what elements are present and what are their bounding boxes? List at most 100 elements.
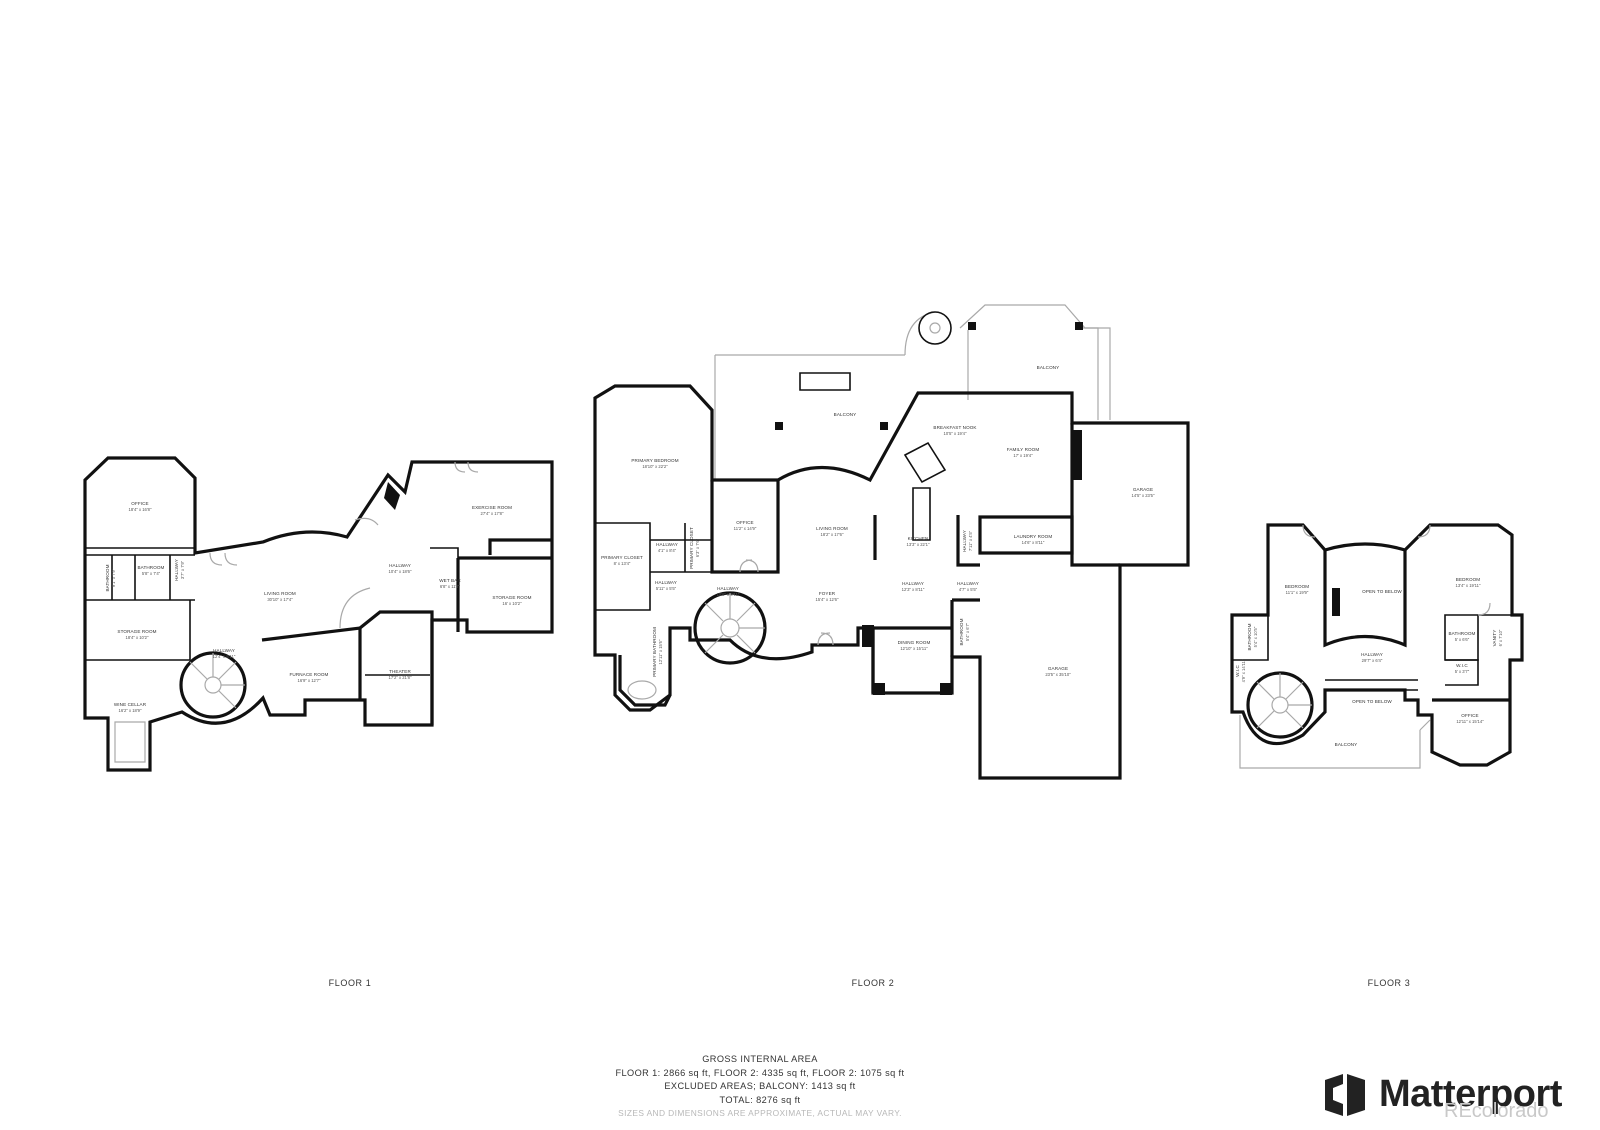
floor-2-doors: [739, 559, 834, 646]
f1-bathroom-b-dim: 5'8" x 7'4": [142, 571, 161, 576]
f1-wetbar-dim: 6'8" x 11'7": [440, 584, 461, 589]
f2-garage-b-label: GARAGE: [1048, 666, 1068, 671]
f2-hallway-f-dim: 4'7" x 5'5": [959, 587, 978, 592]
floor-1-doors: [209, 461, 479, 566]
f1-hallway-b-dim: 12'4" x 8'11": [213, 654, 236, 659]
f2-hallway-d-label: HALLWAY: [717, 586, 739, 591]
f2-hallway-e-label: HALLWAY: [902, 581, 924, 586]
f1-hallway-b-label: HALLWAY: [213, 648, 235, 653]
floor-1-wetbar: [430, 547, 459, 600]
f3-bathroom-a-dim: 5'4" x 10'5": [1253, 626, 1258, 647]
f2-primary-bath-label: PRIMARY BATHROOM: [652, 627, 657, 677]
floor-1-bath-walls: [85, 554, 195, 601]
f2-breakfast-label: BREAKFAST NOOK: [933, 425, 977, 430]
f2-primary-bath-dim: 12'11" x 15'6": [658, 639, 663, 664]
floor-2-column-8: [940, 683, 952, 695]
floor-2-balcony-rail: [799, 372, 851, 391]
f3-wic-a-dim: 4'9" x 14'11": [1241, 659, 1246, 682]
f3-bathroom-a-label: BATHROOM: [1247, 623, 1252, 650]
f2-kitchen-dim: 13'3" x 22'1": [907, 542, 930, 547]
f1-office-label: OFFICE: [131, 501, 148, 506]
f1-bathroom-a-dim: 9'1" x 7'9": [111, 568, 116, 587]
f2-laundry-label: LAUNDRY ROOM: [1014, 534, 1053, 539]
floor-3-doors: [1302, 524, 1491, 616]
f2-living-label: LIVING ROOM: [816, 526, 848, 531]
f2-dining-dim: 12'10" x 15'11": [900, 646, 928, 651]
f2-bathroom-label: BATHROOM: [959, 618, 964, 645]
floor-2-island: [903, 441, 947, 541]
f3-open-b-label: OPEN TO BELOW: [1352, 699, 1392, 704]
f2-living-dim: 18'2" x 17'6": [821, 532, 844, 537]
f1-storage-b-dim: 16' x 10'2": [502, 601, 522, 606]
floor-1-stair-arc: [339, 587, 371, 629]
f2-primary-closet-b-dim: 6'3" x 7'6": [695, 538, 700, 557]
floor-2-column-5: [1072, 430, 1082, 480]
f2-hallway-c-label: HALLWAY: [655, 580, 677, 585]
floor-2-balcony-spiral-core: [929, 322, 941, 334]
floor-3-plan: [1230, 523, 1524, 769]
f3-bathroom-b-dim: 5' x 6'6": [1455, 637, 1470, 642]
f1-bathroom-b-label: BATHROOM: [137, 565, 164, 570]
f1-hallway-a-label: HALLWAY: [174, 559, 179, 581]
f3-open-a-label: OPEN TO BELOW: [1362, 589, 1402, 594]
f1-hallway-a-dim: 3'7" x 7'9": [180, 560, 185, 579]
floor-3-open-to-below-a: [1323, 550, 1407, 648]
f2-bathroom-dim: 5'4" x 6'7": [965, 622, 970, 641]
f3-vanity-dim: 6' x 7'10": [1498, 629, 1503, 646]
floor-3-spiral-steps: [1256, 673, 1312, 729]
f2-family-label: FAMILY ROOM: [1007, 447, 1040, 452]
f2-garage-a-dim: 14'5" x 23'5": [1132, 493, 1155, 498]
floor-1-plan: [83, 456, 554, 772]
floor-3-label: FLOOR 3: [1367, 978, 1411, 988]
area-note: SIZES AND DIMENSIONS ARE APPROXIMATE, AC…: [618, 1108, 902, 1118]
f1-living-label: LIVING ROOM: [264, 591, 296, 596]
floor-2-bathtub: [627, 680, 657, 700]
f1-storage-b-label: STORAGE ROOM: [492, 595, 531, 600]
f3-bedroom-a-label: BEDROOM: [1285, 584, 1310, 589]
area-title: GROSS INTERNAL AREA: [702, 1054, 818, 1064]
floor-2-spiral-steps: [704, 593, 765, 654]
f1-exercise-label: EXERCISE ROOM: [472, 505, 512, 510]
area-line-1: FLOOR 1: 2866 sq ft, FLOOR 2: 4335 sq ft…: [615, 1067, 905, 1078]
floor-1-theater-room: [359, 610, 434, 725]
f1-living-dim: 30'10" x 17'4": [267, 597, 293, 602]
floor-2-primary-bath: [618, 655, 672, 707]
floor-3-wic: [1445, 659, 1479, 686]
gross-area-summary: GROSS INTERNAL AREA FLOOR 1: 2866 sq ft,…: [616, 1053, 905, 1121]
f3-bedroom-b-label: BEDROOM: [1456, 577, 1481, 582]
floor-2-column-7: [873, 683, 885, 695]
f2-hallway-b-dim: 7'11" x 4'5": [968, 530, 973, 551]
floor-2-balcony-inner: [967, 327, 1099, 420]
f2-office-dim: 11'2" x 14'9": [734, 526, 757, 531]
f1-furnace-dim: 16'9" x 12'7": [298, 678, 321, 683]
f2-hallway-a-label: HALLWAY: [656, 542, 678, 547]
f1-wine-label: WINE CELLAR: [114, 702, 147, 707]
floor-2-column-3: [968, 322, 976, 330]
f3-bedroom-b-dim: 13'4" x 19'11": [1456, 583, 1481, 588]
f1-storage-a-dim: 18'4" x 10'2": [126, 635, 149, 640]
floor-2-balcony-spiral: [918, 311, 952, 345]
floor-2-balcony-outline: [714, 304, 1111, 480]
floor-2-bath-walls: [950, 598, 980, 657]
f2-hallway-f-label: HALLWAY: [957, 581, 979, 586]
f2-balcony-b-label: BALCONY: [1037, 365, 1060, 370]
f2-foyer-dim: 15'4" x 12'6": [816, 597, 839, 602]
f2-primary-closet-dim: 8' x 13'4": [614, 561, 631, 566]
brand-name: Matterport: [1379, 1073, 1562, 1115]
f2-dining-label: DINING ROOM: [898, 640, 931, 645]
f1-bathroom-a-label: BATHROOM: [105, 564, 110, 591]
f1-theater-dim: 17'2" x 21'8": [389, 675, 412, 680]
floor-1-outline: [83, 456, 554, 772]
floor-1-spiral-steps: [189, 653, 245, 709]
floor-1-storage-wall: [85, 600, 191, 661]
floor-3-balcony-outline: [1239, 715, 1431, 769]
floor-3-spiral-core: [1271, 696, 1289, 714]
f3-wic-b-label: W.I.C: [1456, 663, 1468, 668]
f2-primary-bed-dim: 18'10" x 22'2": [642, 464, 668, 469]
f3-vanity-label: VANITY: [1492, 630, 1497, 647]
floor-2-column-2: [880, 422, 888, 430]
f1-hallway-c-label: HALLWAY: [389, 563, 411, 568]
f1-furnace-label: FURNACE ROOM: [290, 672, 329, 677]
f2-balcony-a-label: BALCONY: [834, 412, 857, 417]
